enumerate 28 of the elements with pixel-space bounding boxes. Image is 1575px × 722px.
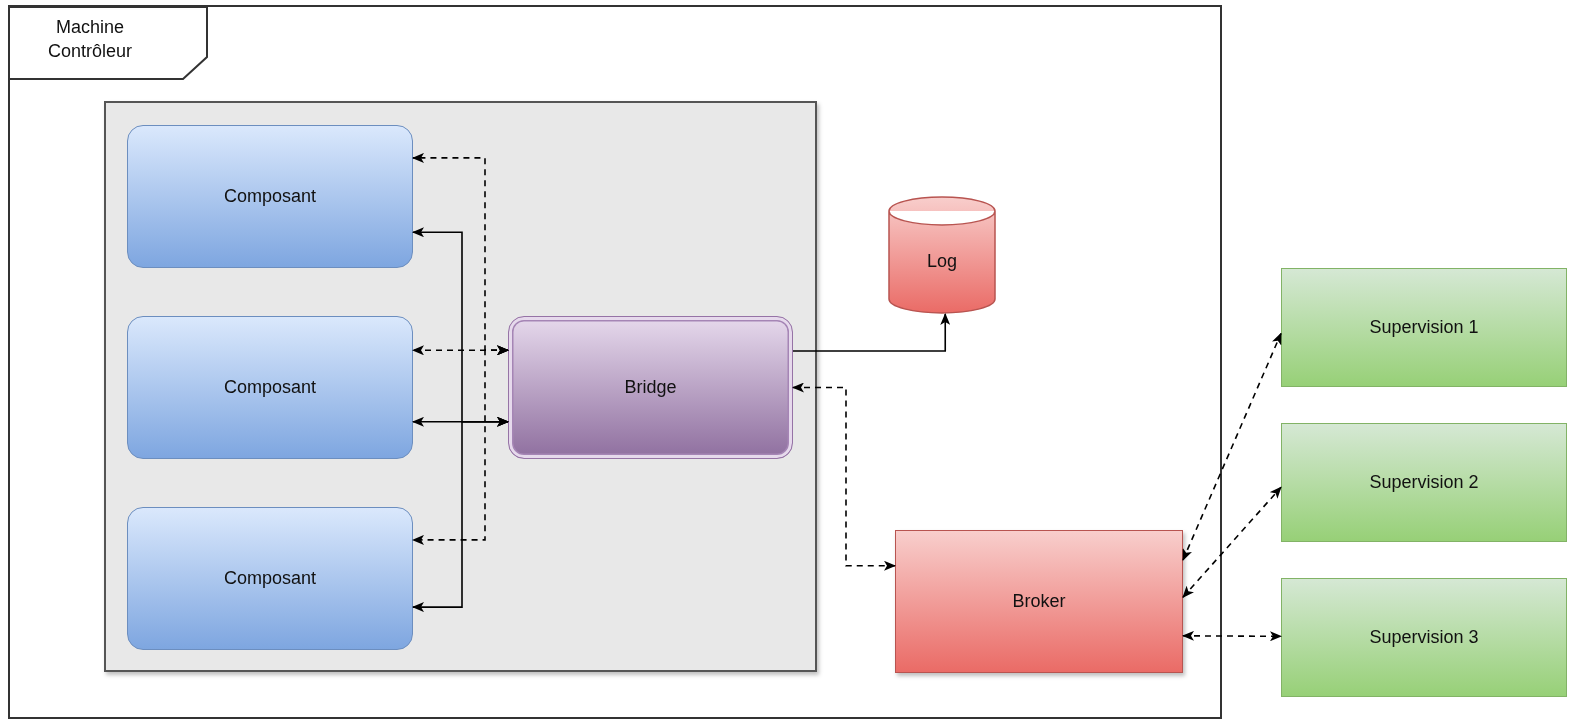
arrow <box>792 313 951 352</box>
node-label: Machine Contrôleur <box>46 16 133 63</box>
process-box <box>1281 578 1567 697</box>
process-box <box>1281 423 1567 542</box>
arrow <box>412 416 509 613</box>
process-box <box>127 125 413 268</box>
process-box <box>895 530 1183 673</box>
node-label: Composant <box>223 186 317 207</box>
process-box <box>127 507 413 650</box>
database-cylinder <box>888 196 996 314</box>
node-label: Log <box>926 250 957 272</box>
arrow <box>1182 332 1282 561</box>
node-label: Supervision 2 <box>1369 472 1479 493</box>
node-label: Composant <box>223 568 317 589</box>
process-box <box>1281 268 1567 387</box>
node-label: Broker <box>1012 591 1066 612</box>
node-label: Bridge <box>624 377 677 398</box>
frame-box <box>8 5 1222 719</box>
node-label: Supervision 1 <box>1369 317 1479 338</box>
node-label: Supervision 3 <box>1369 627 1479 648</box>
arrow <box>1182 486 1282 598</box>
process-box <box>508 316 793 459</box>
arrow <box>412 345 509 545</box>
container-box <box>104 101 817 672</box>
arrow <box>792 382 896 571</box>
process-box <box>127 316 413 459</box>
node-label: Composant <box>223 377 317 398</box>
arrow <box>1182 630 1282 642</box>
